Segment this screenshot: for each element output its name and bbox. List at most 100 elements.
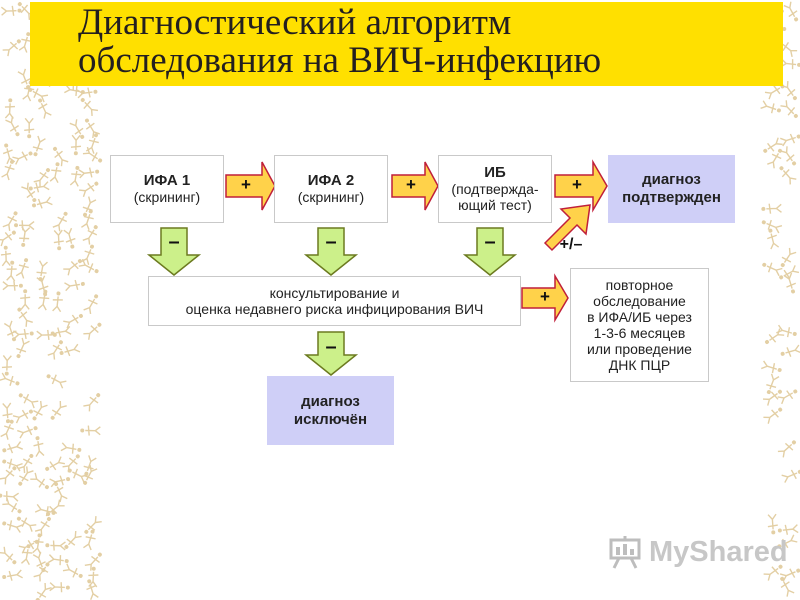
pattern-figure bbox=[783, 272, 797, 294]
pattern-figure bbox=[0, 466, 17, 485]
pattern-figure bbox=[767, 228, 780, 250]
pattern-figure bbox=[15, 258, 29, 279]
pattern-figure bbox=[0, 491, 20, 502]
pattern-figure bbox=[62, 454, 80, 473]
pattern-figure bbox=[32, 400, 48, 421]
right-arrow-1 bbox=[225, 161, 276, 211]
pattern-figure bbox=[37, 289, 50, 311]
pattern-figure bbox=[78, 258, 99, 274]
pattern-figure bbox=[76, 87, 98, 99]
pattern-figure bbox=[30, 472, 49, 490]
pattern-figure bbox=[14, 220, 35, 231]
minus-label-4: – bbox=[325, 336, 337, 358]
plus-minus-label: +/– bbox=[559, 236, 583, 253]
pattern-figure bbox=[763, 407, 783, 424]
ifa1-box: ИФА 1 (скрининг) bbox=[110, 155, 224, 223]
repeat-line-2: обследование bbox=[593, 293, 686, 309]
ib-title: ИБ bbox=[484, 164, 506, 181]
pattern-figure bbox=[47, 340, 63, 360]
pattern-figure bbox=[79, 181, 99, 198]
pattern-figure bbox=[82, 225, 98, 245]
pattern-figure bbox=[83, 393, 101, 412]
pattern-figure bbox=[777, 534, 798, 549]
pattern-figure bbox=[59, 343, 81, 357]
right-arrow-3 bbox=[554, 159, 608, 213]
pattern-figure bbox=[54, 482, 68, 503]
title-line-1: Диагностический алгоритм bbox=[78, 2, 512, 43]
excluded-line-1: диагноз bbox=[301, 392, 360, 410]
pattern-figure bbox=[18, 466, 34, 486]
pattern-figure bbox=[85, 133, 99, 154]
confirmed-line-2: подтвержден bbox=[622, 189, 721, 206]
pattern-figure bbox=[0, 5, 22, 16]
pattern-figure bbox=[33, 562, 50, 582]
pattern-figure bbox=[780, 58, 800, 70]
repeat-line-1: повторное bbox=[605, 277, 674, 293]
excluded-line-2: исключён bbox=[293, 410, 368, 428]
pattern-figure bbox=[21, 182, 37, 203]
pattern-figure bbox=[780, 247, 797, 268]
pattern-figure bbox=[47, 554, 69, 566]
pattern-figure bbox=[767, 513, 778, 535]
pattern-figure bbox=[70, 134, 82, 156]
pattern-figure bbox=[2, 497, 22, 514]
pattern-figure bbox=[78, 167, 100, 179]
ifa1-title: ИФА 1 bbox=[143, 172, 191, 189]
pattern-figure bbox=[64, 279, 85, 292]
diagonal-arrow bbox=[543, 204, 591, 252]
down-arrow-4 bbox=[303, 331, 359, 376]
repeat-line-5: или проведение bbox=[587, 341, 692, 357]
ib-subtitle-1: (подтвержда- bbox=[451, 181, 539, 197]
ifa2-box: ИФА 2 (скрининг) bbox=[274, 155, 388, 223]
pattern-figure bbox=[13, 328, 34, 340]
pattern-figure bbox=[763, 564, 783, 581]
pattern-figure bbox=[60, 442, 82, 454]
pattern-figure bbox=[33, 436, 45, 457]
pattern-figure bbox=[33, 168, 50, 187]
pattern-figure bbox=[53, 146, 69, 167]
pattern-figure bbox=[777, 440, 796, 458]
pattern-figure bbox=[2, 569, 23, 581]
ib-subtitle-2: ющий тест) bbox=[458, 197, 532, 213]
pattern-figure bbox=[84, 552, 102, 571]
pattern-figure bbox=[5, 116, 20, 137]
pattern-figure bbox=[2, 441, 24, 454]
pattern-figure bbox=[69, 165, 82, 187]
minus-label-2: – bbox=[325, 231, 337, 253]
plus-label-3: + bbox=[572, 175, 582, 194]
pattern-figure bbox=[69, 119, 85, 139]
down-arrow-2 bbox=[303, 227, 359, 276]
pattern-figure bbox=[84, 516, 102, 534]
logo-text: MyShared bbox=[649, 535, 788, 568]
pattern-figure bbox=[52, 211, 68, 232]
pattern-figure bbox=[82, 146, 103, 163]
pattern-figure bbox=[16, 337, 30, 359]
pattern-figure bbox=[1, 355, 13, 376]
pattern-figure bbox=[780, 100, 798, 118]
right-arrow-4 bbox=[521, 273, 569, 323]
pattern-figure bbox=[18, 32, 32, 53]
pattern-figure bbox=[0, 245, 12, 267]
pattern-figure bbox=[780, 344, 800, 357]
myshared-logo: MyShared bbox=[607, 535, 788, 569]
pattern-figure bbox=[49, 162, 62, 184]
pattern-figure bbox=[776, 324, 797, 338]
pattern-figure bbox=[83, 294, 99, 315]
plus-label-2: + bbox=[406, 175, 416, 194]
pattern-figure bbox=[32, 533, 44, 555]
pattern-figure bbox=[81, 209, 94, 230]
pattern-figure bbox=[45, 540, 66, 551]
pattern-figure bbox=[779, 265, 800, 280]
pattern-figure bbox=[12, 151, 33, 165]
down-arrow-1 bbox=[146, 227, 202, 276]
pattern-figure bbox=[2, 402, 13, 424]
pattern-figure bbox=[53, 229, 64, 251]
pattern-figure bbox=[2, 143, 16, 165]
pattern-figure bbox=[83, 322, 102, 340]
pattern-figure bbox=[52, 291, 63, 313]
repeat-line-3: в ИФА/ИБ через bbox=[587, 309, 692, 325]
pattern-figure bbox=[20, 544, 33, 566]
counseling-box: консультирование и оценка недавнего риск… bbox=[148, 276, 521, 326]
pattern-figure bbox=[17, 425, 38, 439]
